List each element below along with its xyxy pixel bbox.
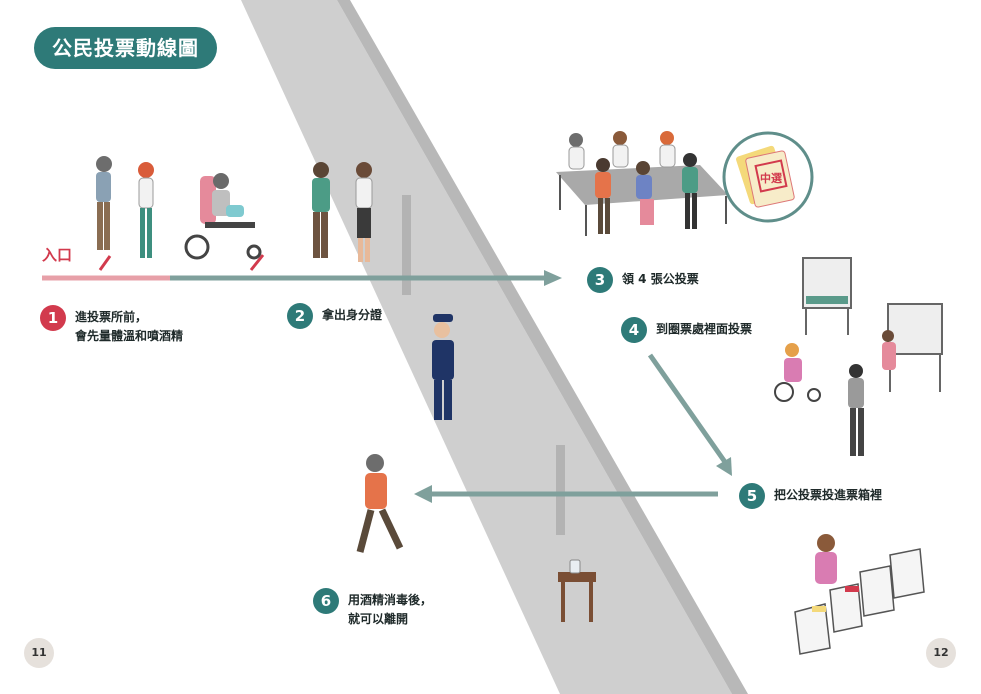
step-6: 6 用酒精消毒後， 就可以離開 xyxy=(313,588,432,629)
temperature-check-illustration xyxy=(96,156,154,258)
step-1-line-2: 會先量體溫和噴酒精 xyxy=(75,329,184,343)
ballot-magnifier: 中選 xyxy=(722,131,814,223)
ballot-stamp-text: 中選 xyxy=(760,171,782,185)
wheelchair-user-illustration xyxy=(184,173,262,260)
step-3-text: 領 4 張公投票 xyxy=(622,272,699,286)
step-1-number: 1 xyxy=(40,305,66,331)
step-1-line-1: 進投票所前， xyxy=(75,310,148,324)
step-2-number: 2 xyxy=(287,303,313,329)
step-5: 5 把公投票投進票箱裡 xyxy=(739,483,882,509)
page-title: 公民投票動線圖 xyxy=(34,27,217,69)
step-6-line-2: 就可以離開 xyxy=(348,612,409,626)
exiting-person-illustration xyxy=(356,454,404,553)
arrow-to-step5 xyxy=(716,457,732,476)
id-check-illustration xyxy=(312,162,373,262)
arrow-to-step3 xyxy=(544,270,562,286)
step-4-number: 4 xyxy=(621,317,647,343)
step-3-number: 3 xyxy=(587,267,613,293)
page-number-right: 12 xyxy=(926,638,956,668)
step-6-line-1: 用酒精消毒後， xyxy=(348,593,433,607)
ballot-box-illustration xyxy=(794,534,925,655)
step-4-text: 到圈票處裡面投票 xyxy=(656,322,753,336)
step-2: 2 拿出身分證 xyxy=(287,303,382,329)
entrance-label: 入口 xyxy=(42,246,73,264)
flow-arrows xyxy=(42,270,732,503)
step-4: 4 到圈票處裡面投票 xyxy=(621,317,752,343)
step-5-text: 把公投票投進票箱裡 xyxy=(774,488,883,502)
arrow-to-step6 xyxy=(414,485,432,503)
step-2-text: 拿出身分證 xyxy=(322,308,383,322)
sanitizer-table-illustration xyxy=(558,559,596,622)
voting-booth-illustration xyxy=(774,257,943,456)
step-6-number: 6 xyxy=(313,588,339,614)
step-5-number: 5 xyxy=(739,483,765,509)
page-number-left: 11 xyxy=(24,638,54,668)
police-officer-illustration xyxy=(432,314,454,420)
ballot-issuing-table-illustration xyxy=(556,131,728,236)
step-1: 1 進投票所前， 會先量體溫和噴酒精 xyxy=(40,305,183,346)
step-3: 3 領 4 張公投票 xyxy=(587,267,699,293)
